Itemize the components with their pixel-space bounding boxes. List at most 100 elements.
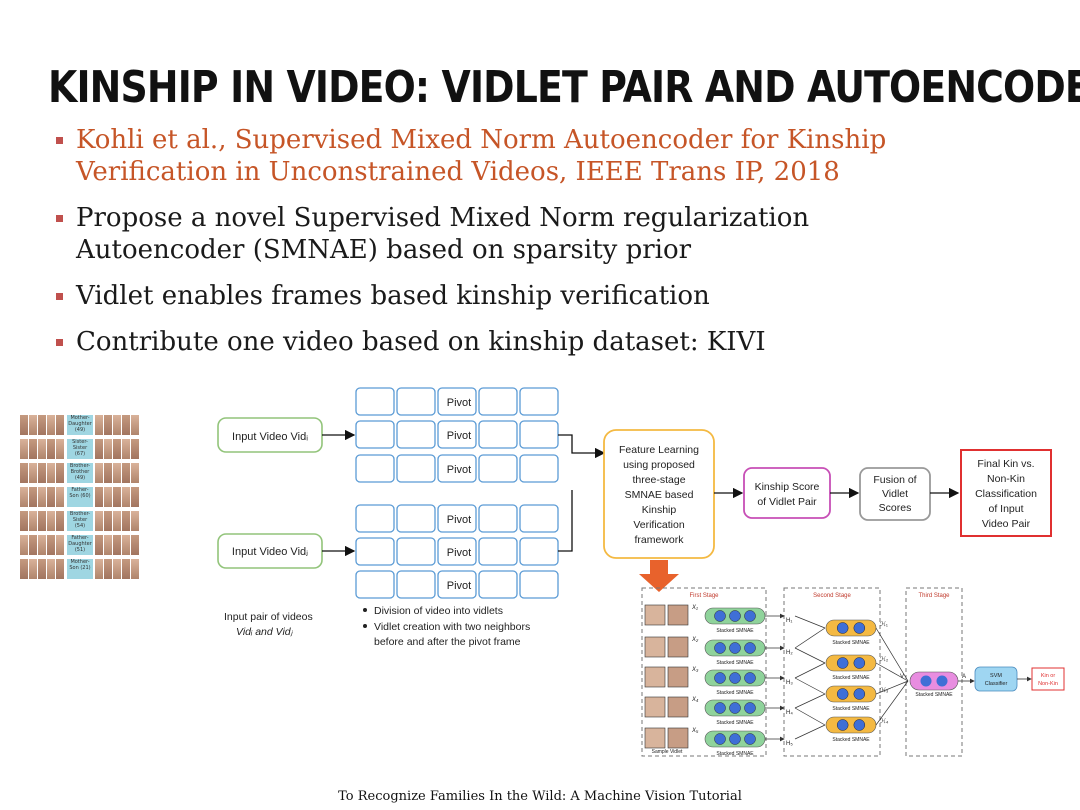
stacked-smnae-block	[825, 654, 877, 672]
frame-box	[355, 420, 395, 449]
feature-learning-line: Feature Learning	[619, 444, 699, 456]
output-box	[1031, 667, 1065, 691]
thumbnail-row: Mother-Son (21)	[20, 558, 186, 580]
connector-line	[558, 490, 573, 552]
fusion-label: Fusion of	[873, 474, 916, 486]
face-image	[113, 415, 121, 435]
face-image	[29, 559, 37, 579]
neuron-node	[729, 702, 741, 714]
x-label: X₂	[691, 637, 699, 643]
slide-title: KINSHIP IN VIDEO: VIDLET PAIR AND AUTOEN…	[48, 62, 1080, 113]
frame-box	[437, 570, 477, 599]
face-image	[95, 463, 103, 483]
final-classification-line: Classification	[975, 488, 1037, 500]
face-image	[56, 487, 64, 507]
stacked-smnae-label: Stacked SMNAE	[716, 690, 754, 696]
face-image	[29, 463, 37, 483]
dataset-thumbnails: Mother-Daughter (49) Sister-Sister (67) …	[20, 414, 186, 582]
frame-box	[355, 504, 395, 533]
face-image	[131, 463, 139, 483]
face-image	[104, 415, 112, 435]
h-label: H₁	[786, 618, 792, 624]
thumbnail-row: Father-Son (60)	[20, 486, 186, 508]
face-image	[113, 511, 121, 531]
face-image	[122, 535, 130, 555]
neuron-node	[920, 675, 932, 687]
pivot-label: Pivot	[447, 547, 471, 559]
thumbnail-row: Father-Daughter (51)	[20, 534, 186, 556]
connector-line	[875, 680, 909, 726]
frame-box	[519, 537, 559, 566]
final-classification-line: Video Pair	[982, 518, 1031, 530]
face-image	[47, 559, 55, 579]
third-stage-panel	[905, 587, 963, 757]
frame-box	[355, 570, 395, 599]
face-image	[20, 559, 28, 579]
v-label: V	[900, 674, 904, 680]
face-image	[29, 535, 37, 555]
face-image	[29, 439, 37, 459]
face-frame	[644, 666, 666, 688]
thumbnail-row: Sister-Sister (67)	[20, 438, 186, 460]
frame-box	[355, 454, 395, 483]
neuron-node	[836, 688, 849, 700]
relation-label: Mother-Daughter (49)	[67, 415, 93, 435]
connector-line	[875, 627, 909, 682]
neuron-node	[729, 672, 741, 684]
x-label: X₁	[691, 605, 698, 611]
neuron-node	[714, 702, 726, 714]
face-image	[38, 415, 46, 435]
neuron-node	[714, 610, 726, 622]
frame-box	[519, 420, 559, 449]
stacked-smnae-label: Stacked SMNAE	[716, 628, 754, 634]
stacked-smnae-block	[825, 619, 877, 637]
face-frame	[667, 636, 689, 658]
face-image	[38, 439, 46, 459]
face-image	[47, 463, 55, 483]
face-image	[131, 439, 139, 459]
face-image	[47, 535, 55, 555]
bullet-item: Vidlet enables frames based kinship veri…	[56, 280, 956, 312]
face-image	[20, 415, 28, 435]
feature-learning-box	[603, 429, 715, 559]
final-classification-line: of Input	[988, 503, 1023, 515]
connector-line	[794, 627, 826, 649]
relation-label: Brother-Sister (54)	[67, 511, 93, 531]
face-image	[95, 511, 103, 531]
face-image	[20, 535, 28, 555]
bullet-marker	[56, 137, 63, 144]
face-image	[29, 487, 37, 507]
frame-box	[396, 454, 436, 483]
first-stage-title: First Stage	[689, 593, 719, 599]
neuron-node	[714, 733, 726, 745]
face-image	[95, 415, 103, 435]
face-image	[104, 463, 112, 483]
face-image	[122, 487, 130, 507]
neuron-node	[714, 672, 726, 684]
bullet-text: Propose a novel Supervised Mixed Norm re…	[76, 203, 810, 265]
stacked-smnae-label: Stacked SMNAE	[832, 706, 870, 712]
face-image	[38, 511, 46, 531]
face-image	[56, 559, 64, 579]
neuron-node	[714, 642, 726, 654]
frame-box	[478, 387, 518, 416]
stacked-smnae-label: Stacked SMNAE	[716, 660, 754, 666]
frame-box	[396, 387, 436, 416]
face-image	[56, 463, 64, 483]
thumbnail-row: Brother-Brother (49)	[20, 462, 186, 484]
x-label: X₄	[691, 697, 699, 703]
face-image	[122, 463, 130, 483]
face-frame	[667, 696, 689, 718]
neuron-node	[853, 688, 866, 700]
frame-box	[396, 537, 436, 566]
face-image	[95, 535, 103, 555]
h2-label: ℋ₄	[880, 718, 889, 725]
feature-learning-line: SMNAE based	[625, 489, 694, 501]
bullet-text: Contribute one video based on kinship da…	[76, 327, 766, 357]
frame-box	[478, 504, 518, 533]
neuron-node	[744, 702, 756, 714]
relation-label: Brother-Brother (49)	[67, 463, 93, 483]
neuron-node	[744, 642, 756, 654]
h2-label: ℋ₂	[880, 656, 889, 663]
